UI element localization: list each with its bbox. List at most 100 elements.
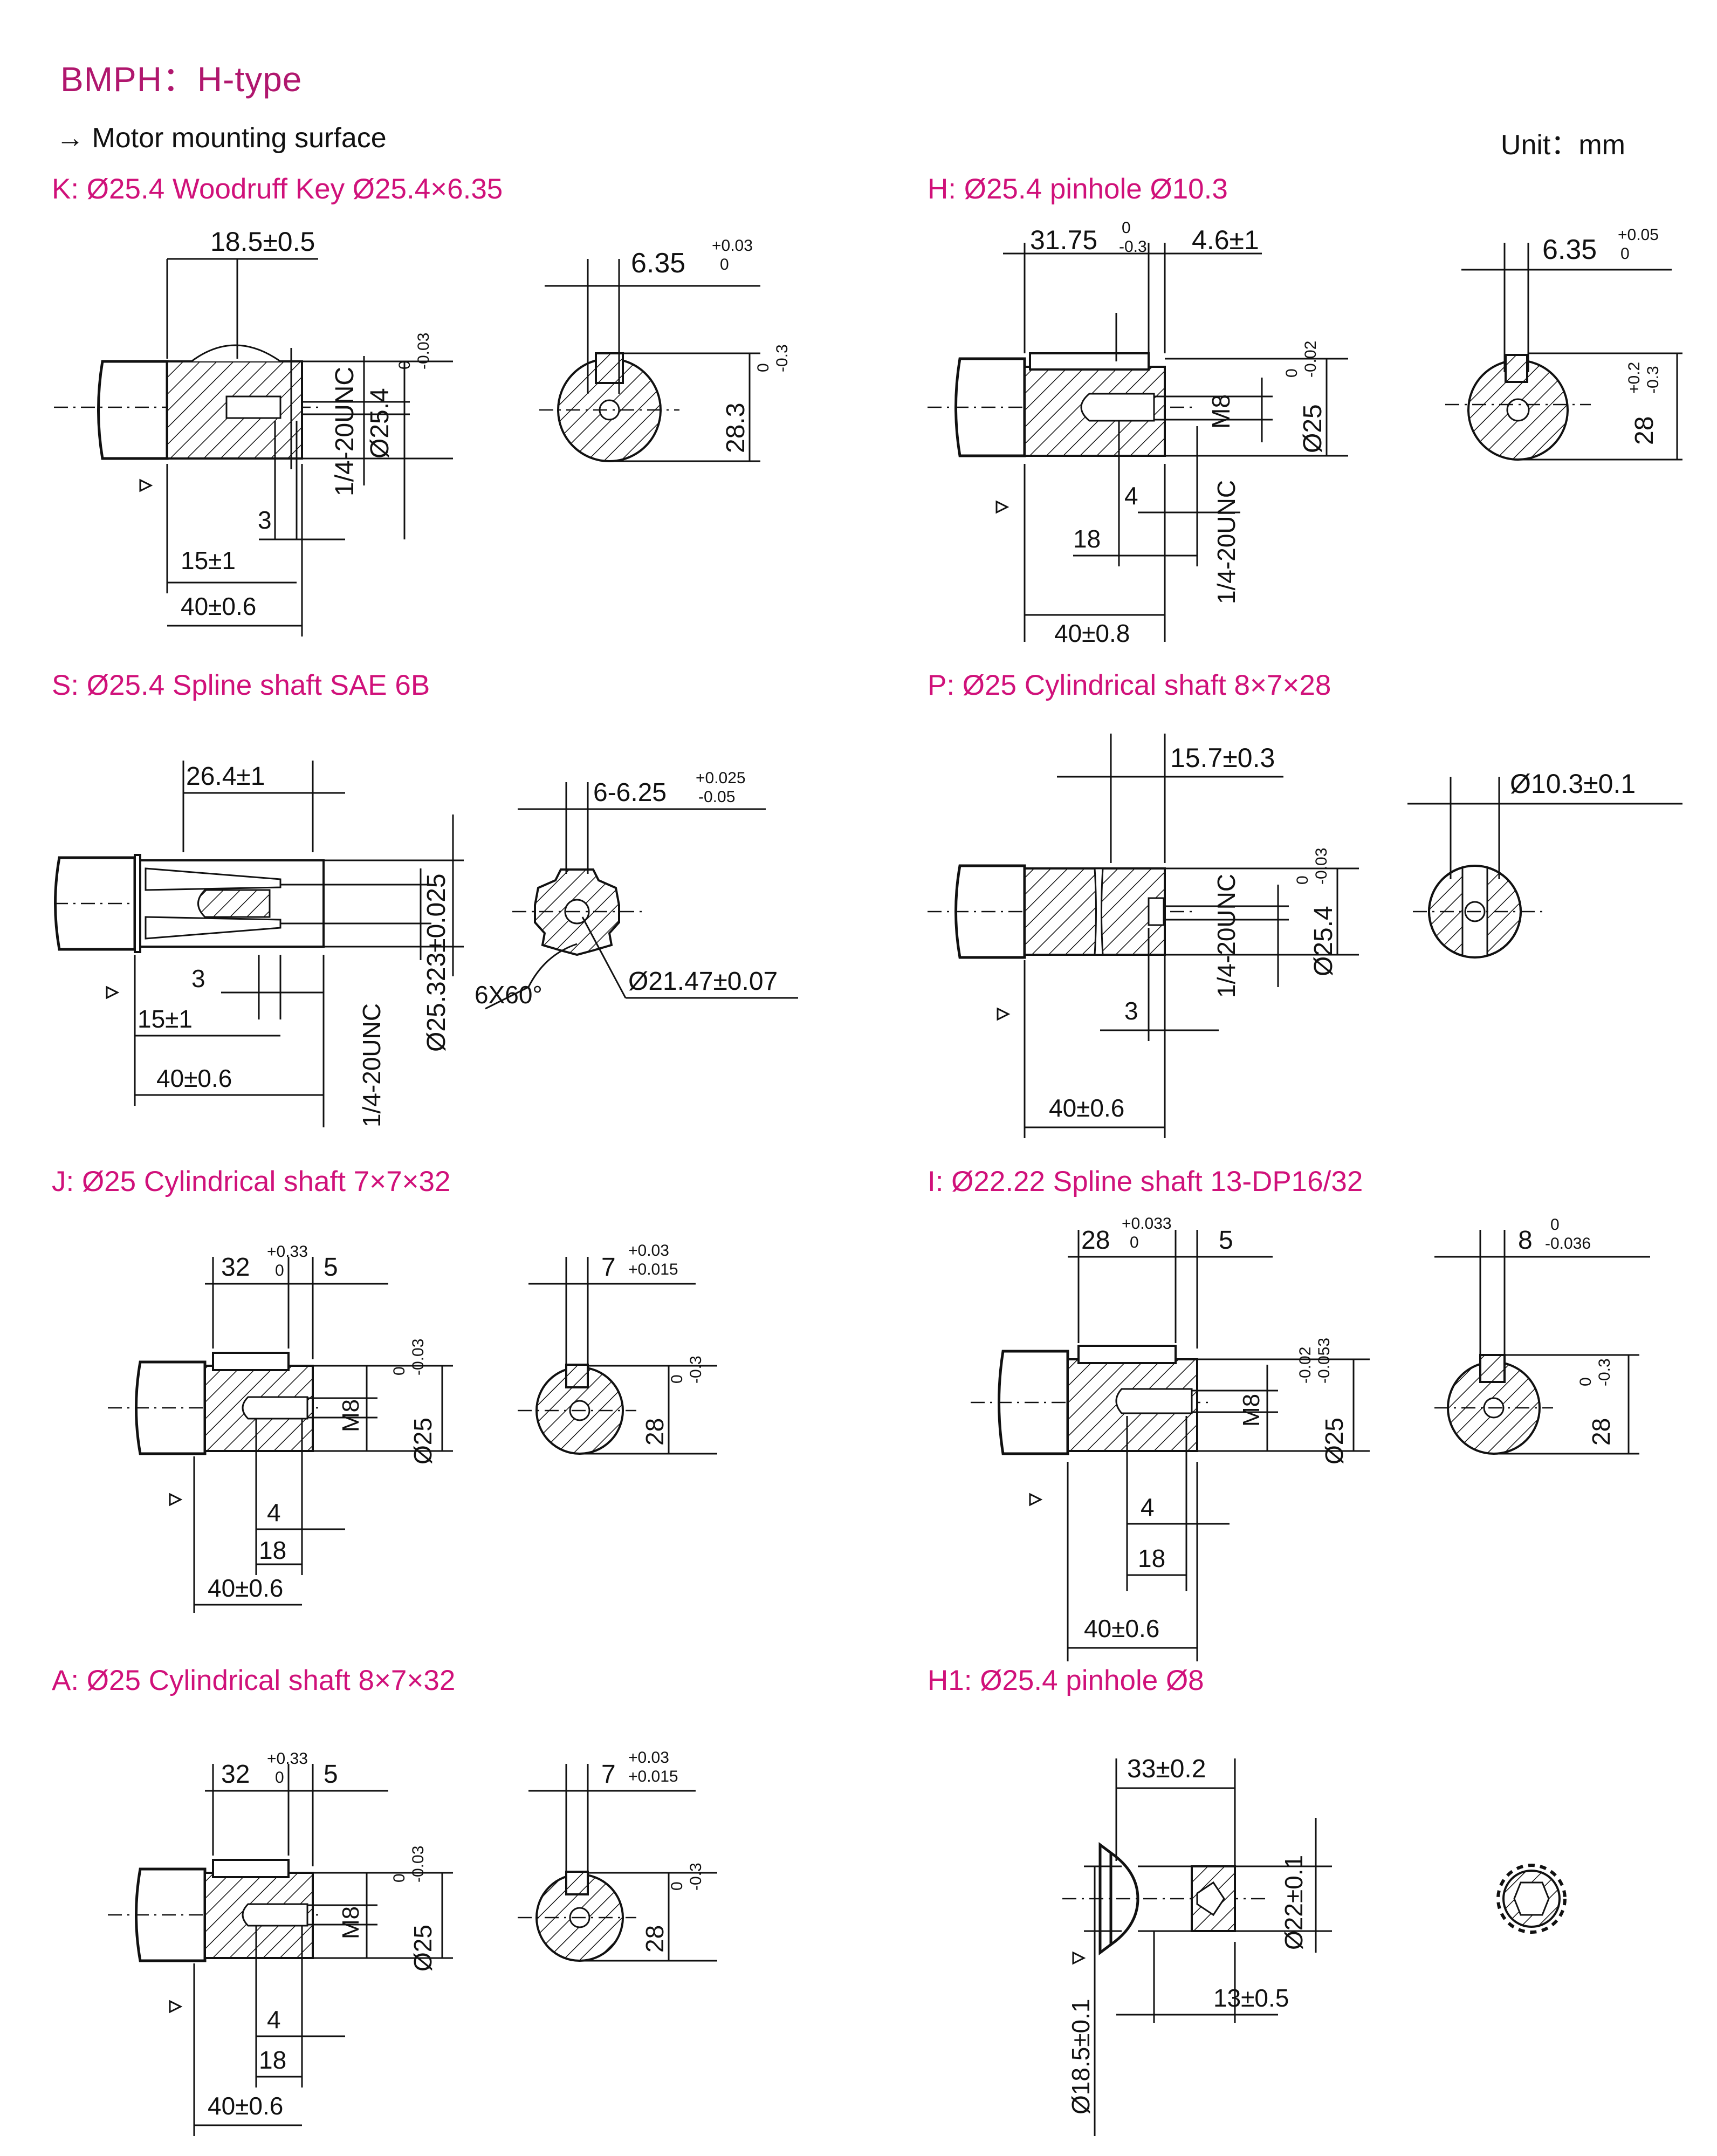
dim-a-d-tol-low: -0.03 xyxy=(409,1846,427,1883)
dim-p-d-tol-up: 0 xyxy=(1294,875,1311,885)
dim-i-key-width: 8 xyxy=(1518,1226,1533,1255)
unit-label: Unit：mm xyxy=(1500,129,1625,161)
dim-h-diameter: Ø25 xyxy=(1299,404,1327,453)
dim-k-key-tol-low: 0 xyxy=(720,256,729,273)
dim-k-15: 15±1 xyxy=(181,546,236,574)
dim-k-key-tol-up: +0.03 xyxy=(712,237,753,255)
dim-a-thread: M8 xyxy=(338,1906,364,1939)
dim-h-length-b: 4.6±1 xyxy=(1192,225,1259,255)
dim-s-length-a: 26.4±1 xyxy=(186,762,265,791)
dim-s-spline-width: 6-6.25 xyxy=(593,778,667,807)
dim-a-kh-tol-low: -0.3 xyxy=(687,1863,705,1891)
dim-j-length-a: 32 xyxy=(221,1253,250,1282)
dim-h-key-tol-up: +0.05 xyxy=(1618,226,1659,244)
dim-s-40: 40±0.6 xyxy=(156,1064,232,1092)
dim-a-4: 4 xyxy=(267,2006,281,2034)
dim-j-key-width: 7 xyxy=(601,1253,616,1282)
dim-j-key-tol-up: +0.03 xyxy=(628,1242,669,1260)
dim-s-15: 15±1 xyxy=(138,1005,193,1033)
dim-p-40: 40±0.6 xyxy=(1049,1094,1124,1122)
dim-s-sw-tol-low: -0.05 xyxy=(698,788,735,806)
dim-j-key-tol-low: +0.015 xyxy=(628,1261,678,1278)
section-title-k: K: Ø25.4 Woodruff Key Ø25.4×6.35 xyxy=(52,173,503,205)
dim-p-length-a: 15.7±0.3 xyxy=(1170,743,1275,773)
dim-a-18: 18 xyxy=(259,2046,286,2074)
dim-s-angle: 6X60° xyxy=(475,981,542,1009)
dim-h1-length-a: 33±0.2 xyxy=(1127,1755,1206,1783)
shaft-drawing-p: 15.7±0.3 Ø25.4 0 -0.03 1/4-20UNC 3 40±0.… xyxy=(928,734,1682,1138)
page-title: BMPH：H-type xyxy=(60,60,303,99)
dim-k-40: 40±0.6 xyxy=(181,592,256,620)
dim-j-40: 40±0.6 xyxy=(208,1574,283,1602)
dim-j-la-tol-low: 0 xyxy=(275,1262,284,1279)
dim-i-18: 18 xyxy=(1138,1544,1165,1572)
dim-h-thread2: 1/4-20UNC xyxy=(1212,480,1240,604)
section-title-h: H: Ø25.4 pinhole Ø10.3 xyxy=(928,173,1228,205)
dim-i-key-height: 28 xyxy=(1587,1418,1615,1446)
dim-k-d-tol-low: -0.03 xyxy=(415,333,432,369)
dim-i-key-tol-up: 0 xyxy=(1550,1216,1560,1234)
dim-h-key-width: 6.35 xyxy=(1542,234,1597,265)
dim-i-40: 40±0.6 xyxy=(1084,1614,1159,1642)
shaft-drawing-i: 28 +0.033 0 5 Ø25 -0.02 -0.053 M8 4 18 4… xyxy=(971,1215,1650,1661)
dim-h1-neck-d: Ø18.5±0.1 xyxy=(1067,1998,1095,2114)
shaft-drawing-j: 32 +0.33 0 5 Ø25 0 -0.03 M8 4 18 40±0.6 … xyxy=(108,1242,717,1613)
dim-p-d-tol-low: -0.03 xyxy=(1313,848,1330,885)
dim-h-la-tol-up: 0 xyxy=(1122,219,1131,237)
dim-h-key-height: 28 xyxy=(1630,416,1659,445)
dim-a-diameter: Ø25 xyxy=(409,1925,437,1972)
dim-h-key-tol-low: 0 xyxy=(1620,245,1630,263)
dim-s-minor-d: Ø21.47±0.07 xyxy=(628,967,778,996)
dim-a-la-tol-up: +0.33 xyxy=(267,1750,308,1768)
dim-j-key-height: 28 xyxy=(641,1418,669,1446)
dim-i-key-tol-low: -0.036 xyxy=(1545,1235,1591,1252)
dim-p-pin-d: Ø10.3±0.1 xyxy=(1510,769,1636,799)
shaft-drawing-a: 32 +0.33 0 5 Ø25 0 -0.03 M8 4 18 40±0.6 … xyxy=(108,1749,717,2136)
dim-i-la-tol-up: +0.033 xyxy=(1122,1215,1172,1233)
dim-k-key-height: 28.3 xyxy=(722,403,750,453)
dim-h-kh-tol-low: -0.3 xyxy=(1644,366,1662,394)
dim-i-length-a: 28 xyxy=(1081,1226,1110,1255)
dim-j-la-tol-up: +0.33 xyxy=(267,1243,308,1261)
dim-j-18: 18 xyxy=(259,1536,286,1564)
dim-j-kh-tol-up: 0 xyxy=(668,1374,686,1384)
dim-j-kh-tol-low: -0.3 xyxy=(687,1356,705,1384)
dim-h-d-tol-up: 0 xyxy=(1283,368,1301,378)
dim-k-d-tol-up: 0 xyxy=(396,360,414,369)
dim-a-key-tol-up: +0.03 xyxy=(628,1749,669,1767)
dim-k-key-width: 6.35 xyxy=(631,248,685,279)
section-title-j: J: Ø25 Cylindrical shaft 7×7×32 xyxy=(52,1166,451,1197)
dim-a-la-tol-low: 0 xyxy=(275,1769,284,1787)
dim-j-d-tol-up: 0 xyxy=(390,1366,408,1375)
dim-a-40: 40±0.6 xyxy=(208,2092,283,2120)
dim-a-key-width: 7 xyxy=(601,1760,616,1789)
dim-k-kh-tol-low: -0.3 xyxy=(773,344,791,372)
dim-i-kh-tol-low: -0.3 xyxy=(1596,1358,1613,1386)
dim-k-length-a: 18.5±0.5 xyxy=(210,227,315,257)
shaft-drawing-k: 18.5±0.5 Ø25.4 0 -0.03 1/4-20UNC 3 15±1 … xyxy=(54,227,791,636)
dim-k-thread: 1/4-20UNC xyxy=(331,367,359,496)
dim-i-la-tol-low: 0 xyxy=(1130,1234,1139,1251)
dim-i-thread: M8 xyxy=(1238,1394,1265,1427)
dim-i-4: 4 xyxy=(1141,1493,1155,1521)
dim-i-d-tol-low: -0.053 xyxy=(1315,1338,1333,1384)
dim-i-diameter: Ø25 xyxy=(1320,1418,1348,1464)
dim-h1-13: 13±0.5 xyxy=(1213,1984,1289,2012)
dim-s-thread: 1/4-20UNC xyxy=(358,1003,386,1127)
dim-j-thread: M8 xyxy=(338,1399,364,1432)
dim-a-key-height: 28 xyxy=(641,1925,669,1953)
dim-j-length-b: 5 xyxy=(324,1253,338,1282)
dim-i-d-tol-up: -0.02 xyxy=(1296,1347,1314,1384)
dim-h1-diameter: Ø22±0.1 xyxy=(1280,1855,1308,1950)
dim-h-length-a: 31.75 xyxy=(1030,225,1097,255)
dim-a-length-a: 32 xyxy=(221,1760,250,1789)
mounting-surface-note: → Motor mounting surface xyxy=(56,122,387,154)
section-title-p: P: Ø25 Cylindrical shaft 8×7×28 xyxy=(928,669,1331,701)
dim-h-kh-tol-up: +0.2 xyxy=(1625,362,1643,394)
dim-h-4: 4 xyxy=(1124,482,1138,510)
dim-a-length-b: 5 xyxy=(324,1760,338,1789)
dim-i-kh-tol-up: 0 xyxy=(1577,1377,1595,1386)
dim-h-thread: M8 xyxy=(1207,394,1235,429)
h1-spline-end-view xyxy=(1496,1864,1567,1934)
shaft-drawing-h1: 33±0.2 Ø22±0.1 13±0.5 Ø18.5±0.1 xyxy=(1062,1755,1567,2136)
